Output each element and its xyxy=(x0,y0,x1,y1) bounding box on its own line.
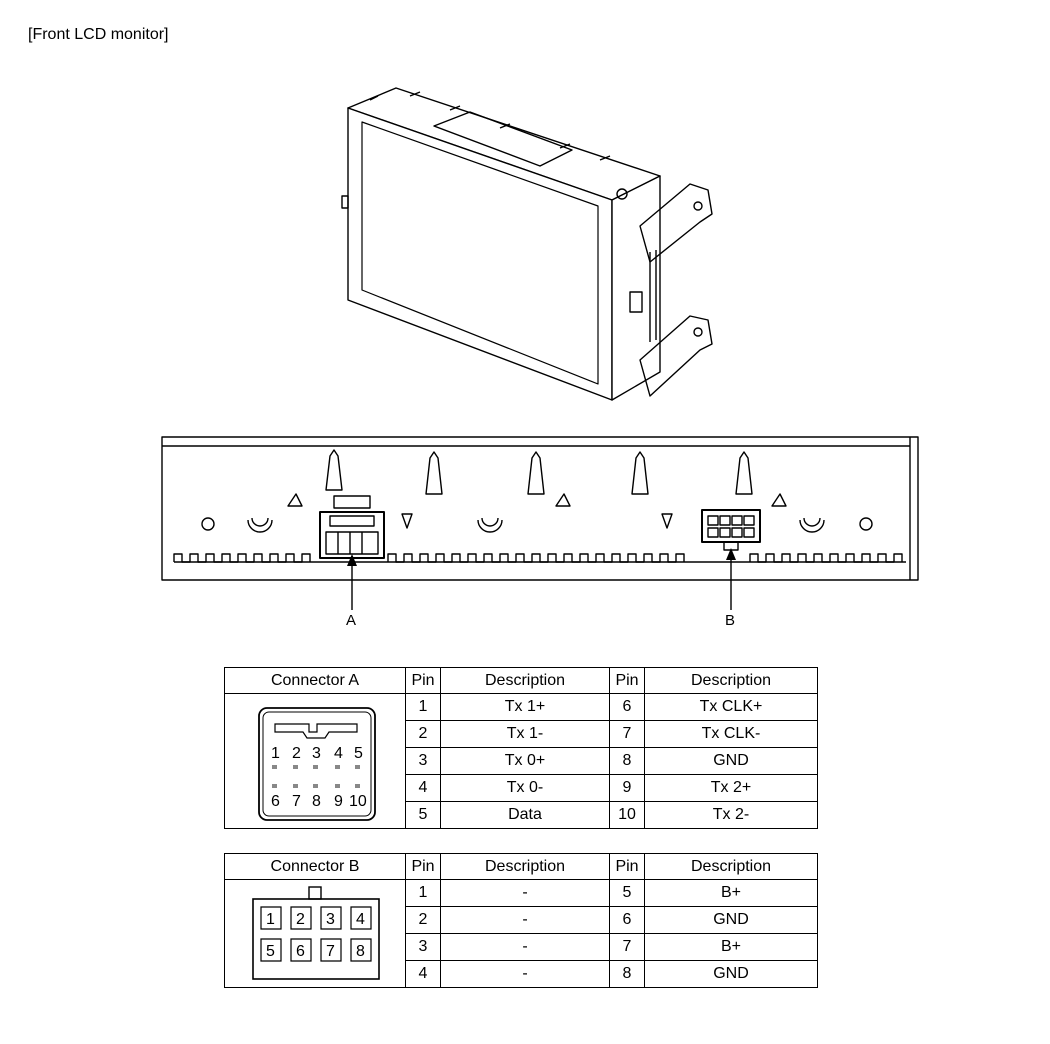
description-header: Description xyxy=(644,667,818,694)
description-cell: GND xyxy=(644,960,818,988)
pin-label: 6 xyxy=(271,793,280,810)
connector-a-diagram: 1 2 3 4 5 6 7 8 9 10 xyxy=(258,707,376,821)
pin-cell: 7 xyxy=(609,933,645,961)
pin-header: Pin xyxy=(405,667,441,694)
description-cell: Tx 1- xyxy=(440,720,610,748)
monitor-isometric xyxy=(341,87,713,401)
description-cell: - xyxy=(440,906,610,934)
description-cell: Data xyxy=(440,801,610,829)
description-cell: B+ xyxy=(644,933,818,961)
connector-a-title: Connector A xyxy=(224,667,406,694)
description-cell: Tx 1+ xyxy=(440,693,610,721)
pin-cell: 3 xyxy=(405,747,441,775)
pin-label: 4 xyxy=(356,911,365,928)
pin-cell: 1 xyxy=(405,693,441,721)
pin-label: 8 xyxy=(312,793,321,810)
arrow-b-head xyxy=(726,548,736,560)
connector-a-table: Connector A Pin Description Pin Descript… xyxy=(224,667,818,829)
pin-label: 1 xyxy=(271,745,280,762)
connector-b-diagram: 1 2 3 4 5 6 7 8 xyxy=(252,885,380,980)
connector-a-on-panel xyxy=(319,495,385,559)
pin-cell: 6 xyxy=(609,906,645,934)
pin-label: 5 xyxy=(354,745,363,762)
connector-b-title: Connector B xyxy=(224,853,406,880)
pin-label: 8 xyxy=(356,943,365,960)
pin-cell: 2 xyxy=(405,906,441,934)
pin-cell: 4 xyxy=(405,774,441,802)
pin-label: 2 xyxy=(296,911,305,928)
arrow-a-head xyxy=(347,554,357,566)
mounting-tabs xyxy=(325,449,753,495)
description-cell: Tx 2+ xyxy=(644,774,818,802)
callout-label-b: B xyxy=(725,612,736,629)
description-cell: Tx 0+ xyxy=(440,747,610,775)
pin-cell: 5 xyxy=(609,879,645,907)
description-cell: - xyxy=(440,960,610,988)
description-header: Description xyxy=(644,853,818,880)
connector-b-on-panel xyxy=(701,509,761,551)
pin-cell: 8 xyxy=(609,747,645,775)
description-cell: Tx CLK+ xyxy=(644,693,818,721)
rear-panel-view xyxy=(161,436,919,581)
connector-a-pinout: 1 2 3 4 5 6 7 8 9 10 xyxy=(224,693,406,829)
description-header: Description xyxy=(440,667,610,694)
description-cell: Tx 2- xyxy=(644,801,818,829)
description-cell: - xyxy=(440,933,610,961)
pin-cell: 10 xyxy=(609,801,645,829)
pin-cell: 7 xyxy=(609,720,645,748)
pin-label: 10 xyxy=(349,793,367,810)
description-cell: B+ xyxy=(644,879,818,907)
pin-label: 7 xyxy=(326,943,335,960)
pin-label: 7 xyxy=(292,793,301,810)
pin-label: 2 xyxy=(292,745,301,762)
callout-label-a: A xyxy=(346,612,357,629)
pin-header: Pin xyxy=(405,853,441,880)
pin-label: 1 xyxy=(266,911,275,928)
pin-cell: 9 xyxy=(609,774,645,802)
connector-b-table: Connector B Pin Description Pin Descript… xyxy=(224,853,818,988)
pin-label: 5 xyxy=(266,943,275,960)
description-cell: - xyxy=(440,879,610,907)
page-caption: [Front LCD monitor] xyxy=(28,26,169,43)
pin-label: 6 xyxy=(296,943,305,960)
pin-label: 3 xyxy=(326,911,335,928)
callout-arrows xyxy=(351,554,732,610)
pin-label: 4 xyxy=(334,745,343,762)
description-cell: Tx 0- xyxy=(440,774,610,802)
pin-cell: 4 xyxy=(405,960,441,988)
description-cell: Tx CLK- xyxy=(644,720,818,748)
description-header: Description xyxy=(440,853,610,880)
pin-header: Pin xyxy=(609,853,645,880)
pin-label: 3 xyxy=(312,745,321,762)
pin-cell: 8 xyxy=(609,960,645,988)
pin-cell: 6 xyxy=(609,693,645,721)
pin-cell: 2 xyxy=(405,720,441,748)
pin-header: Pin xyxy=(609,667,645,694)
pin-cell: 3 xyxy=(405,933,441,961)
connector-b-pinout: 1 2 3 4 5 6 7 8 xyxy=(224,879,406,988)
pin-label: 9 xyxy=(334,793,343,810)
pin-cell: 5 xyxy=(405,801,441,829)
description-cell: GND xyxy=(644,747,818,775)
pin-cell: 1 xyxy=(405,879,441,907)
description-cell: GND xyxy=(644,906,818,934)
